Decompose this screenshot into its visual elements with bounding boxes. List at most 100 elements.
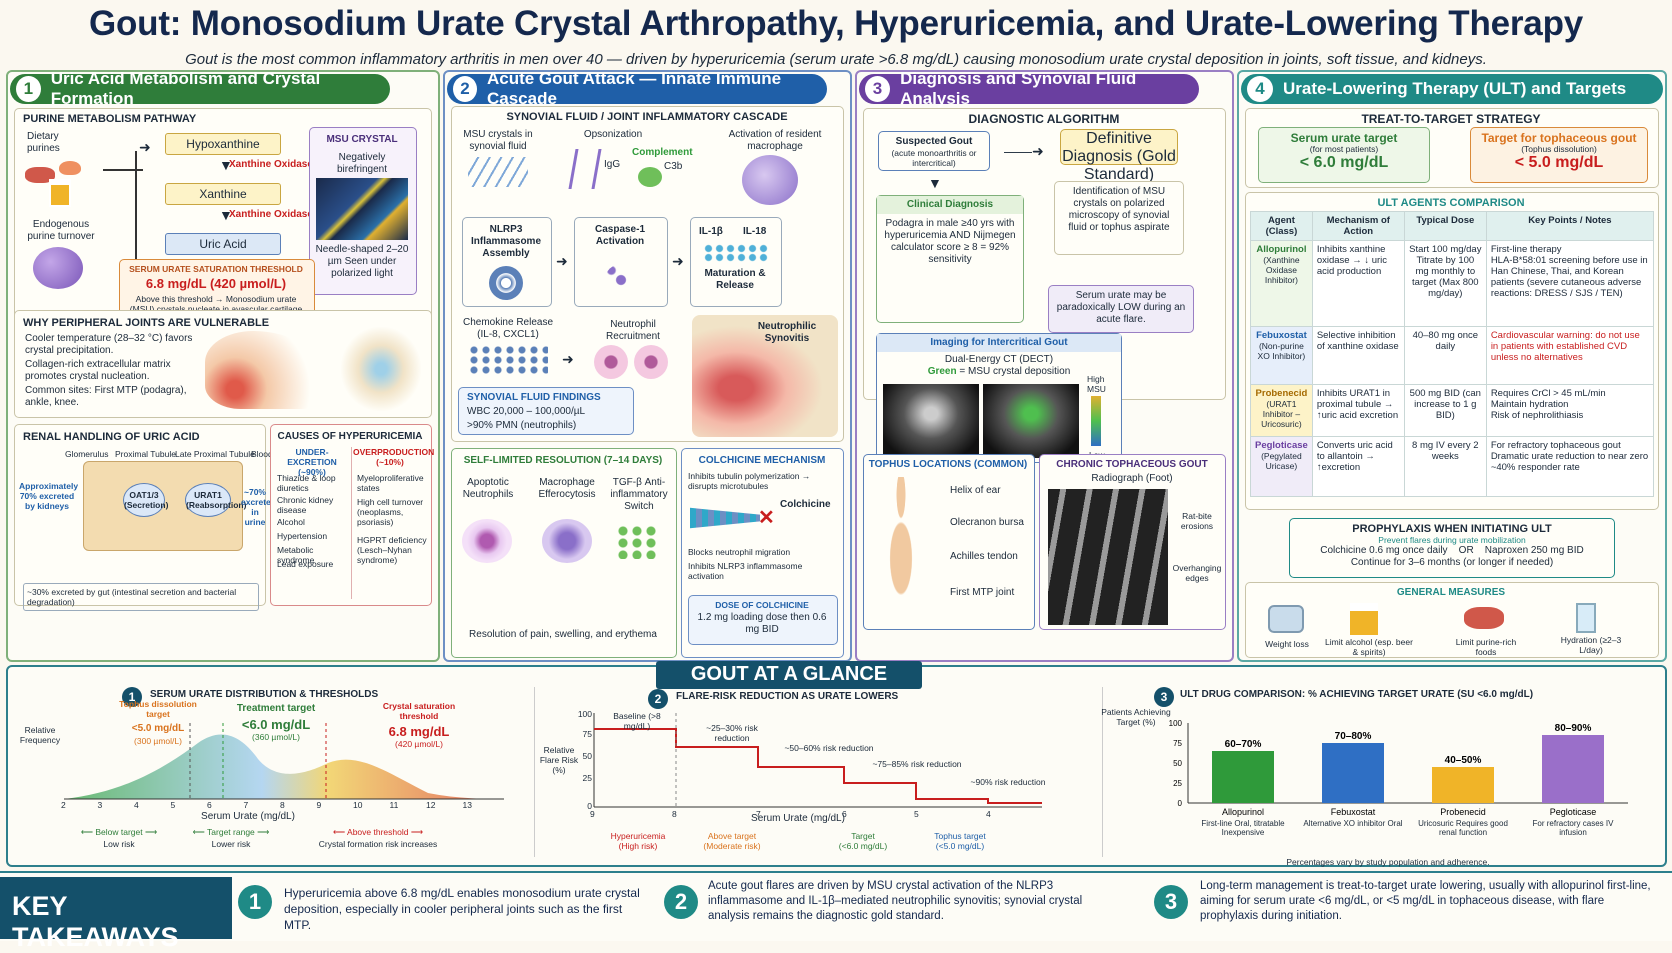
suspected-label: Suspected Gout (895, 136, 973, 147)
vuln-item: Cooler temperature (28–32 °C) favors cry… (25, 333, 193, 356)
neutrophil-label: Neutrophil Recruitment (606, 319, 660, 342)
inflammasome-icon (489, 266, 523, 300)
arrow-down-icon: ▼ (219, 207, 233, 223)
zone-name: Above target (707, 831, 757, 841)
y-tick: 25 (1173, 779, 1182, 788)
renal-heading: RENAL HANDLING OF URIC ACID (23, 431, 200, 443)
takeaway-text: Long-term management is treat-to-target … (1200, 880, 1651, 922)
zone-sub: (Moderate risk) (703, 841, 761, 851)
arrow-icon: ➜ (672, 253, 684, 269)
macrophage-icon (542, 519, 592, 563)
step-label: Baseline (>8 mg/dL) (613, 711, 661, 731)
bar-category-label: Pegloticase (1550, 807, 1597, 817)
steak-icon (1464, 607, 1504, 629)
chart3-number: 3 (1154, 687, 1174, 707)
prophylaxis-line: Continue for 3–6 months (or longer if ne… (1350, 557, 1554, 568)
maturation-label: Maturation & Release (704, 268, 766, 291)
zone-above-label: Above threshold (347, 827, 409, 837)
gm-item: Limit alcohol (esp. beer & spirits) (1325, 637, 1413, 657)
oat-transporter: OAT1/3 (Secretion) (123, 483, 168, 517)
radiograph-label: Radiograph (Foot) (1091, 473, 1173, 484)
bar (1432, 767, 1494, 803)
synovitis-illustration (692, 315, 838, 437)
algorithm-heading: DIAGNOSTIC ALGORITHM (968, 112, 1120, 126)
igg-label: IgG (604, 159, 621, 170)
y-tick: 75 (1173, 739, 1182, 748)
zone-range-sub: Lower risk (211, 839, 251, 849)
xo1-label: Xanthine Oxidase (229, 159, 313, 170)
msu-heading: MSU CRYSTAL (326, 134, 398, 145)
x-tick: 3 (97, 800, 103, 810)
glance-title: GOUT AT A GLANCE (656, 661, 922, 689)
sff-heading: SYNOVIAL FLUID FINDINGS (467, 392, 601, 403)
arrow-icon: ➜ (139, 139, 151, 155)
panel-header: 3 Diagnosis and Synovial Fluid Analysis (859, 69, 1199, 108)
clinical-label: Clinical Diagnosis (877, 196, 1023, 214)
endogenous-label: Endogenous purine turnover (27, 219, 95, 242)
cause-item: Alcohol (277, 517, 305, 527)
under-heading: UNDER-EXCRETION (~90%) (287, 447, 337, 477)
step-label: ~25–30% risk reduction (706, 723, 758, 743)
x-tick: 12 (426, 800, 436, 810)
chart2-xlabel: Serum Urate (mg/dL) (751, 813, 845, 824)
agents-box: ULT AGENTS COMPARISON Agent (Class) Mech… (1245, 192, 1659, 510)
renal-label: Blood (251, 449, 273, 459)
caspase-box: Caspase-1 Activation (574, 217, 668, 307)
x-tick: 5 (914, 809, 919, 819)
arrow-down-icon: ▼ (928, 175, 942, 191)
sff-wbc: WBC 20,000 – 100,000/µL (467, 406, 586, 417)
agent-note: ~40% responder rate (1490, 462, 1580, 473)
zone-range: ⟵ Target range ⟶ (192, 827, 270, 837)
y-tick: 50 (1173, 759, 1182, 768)
dose-heading: DOSE OF COLCHICINE (715, 600, 809, 610)
paradox-note: Serum urate may be paradoxically LOW dur… (1048, 285, 1194, 333)
agent-moa: Converts uric acid to allantoin → ↑excre… (1311, 436, 1405, 497)
takeaway-number: 1 (238, 885, 272, 919)
chart3-ylabel: Patients Achieving Target (%) (1101, 707, 1171, 727)
zone: Above target(Moderate risk) (682, 831, 782, 851)
arrow-down-icon: ▼ (219, 157, 233, 173)
imaging-box: Imaging for Intercritical Gout Dual-Ener… (876, 333, 1122, 463)
takeaways-label: KEY TAKEAWAYS (0, 877, 232, 952)
water-icon (1576, 603, 1596, 633)
radiograph-image (1048, 489, 1168, 625)
divider (534, 687, 535, 857)
arrow-line (135, 151, 137, 291)
zone: Hyperuricemia(High risk) (596, 831, 680, 851)
zone-above-sub: Crystal formation risk increases (318, 839, 438, 849)
agent-note: First-line therapy (1490, 244, 1562, 255)
msu-birefringent: Negatively birefringent (336, 152, 388, 175)
divider (1102, 687, 1103, 857)
bar-note: For refractory cases IV infusion (1533, 819, 1614, 837)
x-tick: 6 (842, 809, 847, 819)
l2-label: Treatment target (236, 703, 316, 714)
definitive-text: Identification of MSU crystals on polari… (1054, 181, 1184, 255)
l2-value: <6.0 mg/dL (241, 717, 311, 732)
target-sub: (for most patients) (1309, 144, 1379, 154)
agent-note: Risk of nephrolithiasis (1490, 410, 1584, 421)
renal-label: Glomerulus (65, 449, 109, 459)
l1-unit: (300 µmol/L) (134, 736, 182, 746)
risk-step-line (594, 728, 1042, 804)
cause-item: Lead exposure (277, 559, 334, 569)
cause-item: Myeloproliferative states (357, 473, 424, 493)
page-subtitle: Gout is the most common inflammatory art… (185, 51, 1487, 68)
agents-table: Agent (Class) Mechanism of Action Typica… (1250, 211, 1655, 497)
agent-note: Dramatic urate reduction to near zero (1490, 451, 1649, 462)
dose-box: DOSE OF COLCHICINE 1.2 mg loading dose t… (688, 595, 838, 645)
agent-moa: Inhibits xanthine oxidase → ↓ uric acid … (1311, 240, 1405, 327)
hypoxanthine-box: Hypoxanthine (165, 133, 281, 155)
chart3-footnote: Percentages vary by study population and… (1286, 857, 1490, 867)
algorithm-box: DIAGNOSTIC ALGORITHM Suspected Gout (acu… (863, 108, 1226, 463)
general-measures-box: GENERAL MEASURES Weight loss Limit alcoh… (1245, 582, 1659, 658)
tophus-target-box: Target for tophaceous gout (Tophus disso… (1470, 127, 1648, 183)
tophus-box: TOPHUS LOCATIONS (COMMON) Helix of ear O… (863, 454, 1035, 630)
chronic-heading: CHRONIC TOPHACEOUS GOUT (1056, 459, 1208, 470)
zone-range-label: Target range (207, 827, 255, 837)
agent-class: (Non-purine XO Inhibitor) (1257, 341, 1306, 361)
cause-item: Metabolic syndrome (277, 545, 315, 565)
panel-uric-acid-metabolism: 1 Uric Acid Metabolism and Crystal Forma… (6, 69, 440, 662)
vuln-item: Collagen-rich extracellular matrix promo… (25, 359, 171, 382)
bar-note: Alternative XO inhibitor Oral (1303, 819, 1402, 828)
arrow-line (103, 169, 143, 171)
